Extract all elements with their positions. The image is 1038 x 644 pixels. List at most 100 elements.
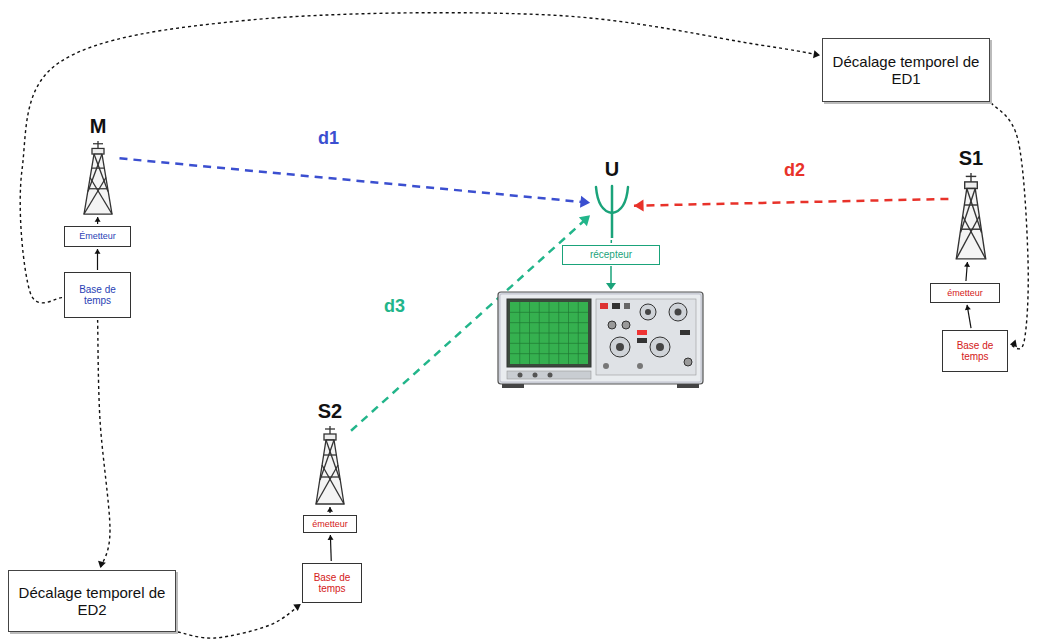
- oscilloscope-part: [677, 384, 699, 388]
- receiver-antenna: U: [592, 183, 632, 238]
- oscilloscope-part: [622, 321, 630, 329]
- oscilloscope-part: [510, 343, 588, 344]
- oscilloscope-part: [533, 373, 538, 378]
- block-box: émetteur: [930, 283, 1000, 303]
- delay-box: Décalage temporel de ED1: [822, 38, 990, 102]
- oscilloscope-part: [596, 299, 696, 375]
- station-label: S1: [959, 147, 983, 170]
- connector-line: [20, 13, 820, 303]
- connector-line: [611, 240, 613, 243]
- box-text: émetteur: [931, 288, 999, 298]
- arrow-head: [95, 217, 101, 222]
- oscilloscope-part: [510, 322, 588, 323]
- connector: [327, 507, 333, 513]
- oscilloscope-part: [608, 321, 616, 329]
- oscilloscope-part: [650, 337, 670, 357]
- oscilloscope-part: [612, 303, 620, 309]
- oscilloscope-part: [637, 338, 647, 343]
- oscilloscope-part: [624, 303, 630, 309]
- oscilloscope-part: [510, 302, 588, 364]
- connector-line: [991, 103, 1028, 349]
- connector: [611, 240, 612, 243]
- tower-symbol: [950, 172, 992, 260]
- box-text: Décalage temporel de ED1: [823, 53, 989, 88]
- connector: [178, 604, 301, 638]
- arrow-head: [813, 50, 820, 58]
- antenna-symbol: [592, 183, 632, 238]
- box-text: Décalage temporel de ED2: [9, 584, 175, 619]
- connector: [98, 320, 110, 568]
- distance-label: d1: [318, 128, 339, 149]
- oscilloscope-part: [510, 333, 588, 334]
- arrow-head: [580, 196, 590, 208]
- connector-line: [119, 158, 590, 202]
- connector: [119, 158, 590, 207]
- transmitter-tower: S2: [310, 425, 350, 505]
- connector: [991, 103, 1028, 349]
- oscilloscope-part: [498, 292, 703, 384]
- oscilloscope-part: [606, 283, 616, 290]
- oscilloscope-part: [510, 312, 588, 313]
- block-box: Base de temps: [942, 330, 1008, 372]
- oscilloscope-part: [507, 371, 591, 379]
- oscilloscope-part: [637, 330, 647, 335]
- oscilloscope-part: [610, 266, 612, 284]
- oscilloscope-part: [507, 299, 591, 367]
- oscilloscope-part: [510, 353, 588, 354]
- block-box: émetteur: [303, 515, 357, 533]
- connector: [328, 535, 334, 561]
- arrow-head: [965, 305, 971, 310]
- arrow-head: [95, 249, 101, 254]
- station-label: M: [90, 115, 107, 138]
- oscilloscope-part: [610, 337, 630, 357]
- block-box: Base de temps: [64, 272, 131, 318]
- delay-box: Décalage temporel de ED2: [8, 570, 176, 632]
- arrow-head: [579, 215, 590, 226]
- box-text: Base de temps: [303, 572, 361, 595]
- arrow-head: [964, 262, 970, 267]
- block-box: Émetteur: [64, 226, 131, 247]
- oscilloscope-part: [675, 309, 682, 316]
- oscilloscope-part: [669, 303, 687, 321]
- box-text: émetteur: [304, 519, 356, 529]
- oscilloscope-part: [502, 384, 524, 388]
- station-label: S2: [318, 400, 342, 423]
- transmitter-tower: M: [78, 140, 118, 215]
- oscilloscope-part: [510, 302, 588, 364]
- oscilloscope-part: [548, 373, 553, 378]
- box-text: Base de temps: [65, 284, 130, 307]
- connector-line: [98, 320, 110, 568]
- oscilloscope-part: [500, 294, 701, 382]
- arrow-head: [293, 604, 301, 611]
- oscilloscope-part: [616, 343, 624, 351]
- connector: [95, 249, 101, 270]
- oscilloscope-part: [645, 309, 651, 315]
- arrow-head: [98, 561, 106, 568]
- connector-line: [351, 215, 590, 430]
- connector: [964, 262, 970, 281]
- arrow-head: [1010, 339, 1017, 347]
- box-text: récepteur: [563, 249, 659, 261]
- connector: [20, 13, 820, 303]
- arrow-head: [328, 535, 334, 540]
- connector: [634, 199, 948, 212]
- oscilloscope-part: [518, 373, 523, 378]
- connector: [95, 217, 101, 224]
- block-box: Base de temps: [302, 563, 362, 603]
- block-box: récepteur: [562, 245, 660, 265]
- connector-line: [178, 604, 301, 638]
- box-text: Émetteur: [65, 231, 130, 241]
- oscilloscope-part: [656, 343, 664, 351]
- arrow-head: [634, 199, 644, 211]
- distance-label: d3: [384, 296, 405, 317]
- connector-line: [634, 199, 948, 206]
- oscilloscope-part: [680, 330, 690, 335]
- connector: [351, 215, 590, 430]
- oscilloscope-part: [684, 358, 692, 366]
- tower-symbol: [78, 140, 118, 215]
- connector: [965, 305, 971, 328]
- oscilloscope-part: [603, 363, 609, 369]
- station-label: U: [605, 158, 619, 181]
- tower-symbol: [310, 425, 350, 505]
